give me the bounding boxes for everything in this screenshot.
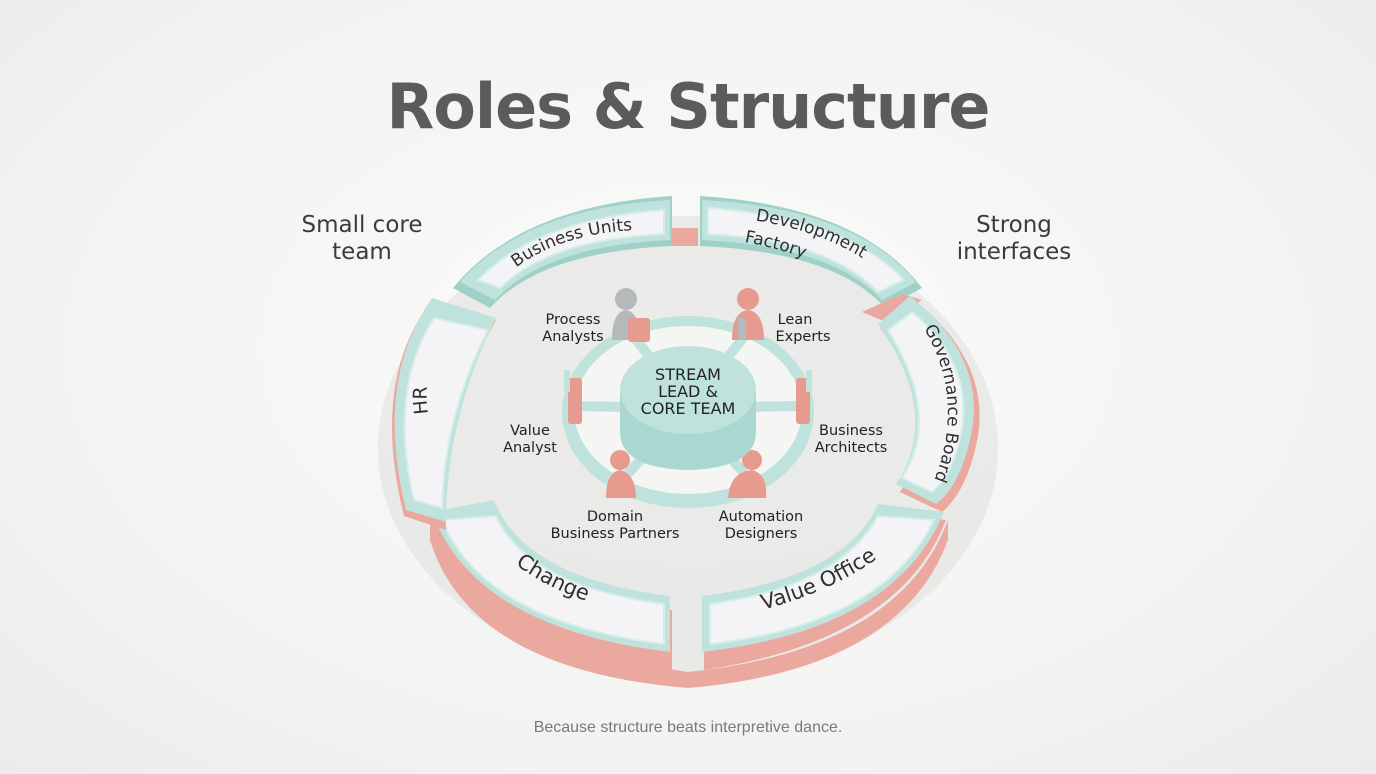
person-domain-business-partners-icon xyxy=(606,450,636,498)
role-automation-designers: Automation Designers xyxy=(719,509,803,542)
role-label-process: Process xyxy=(545,312,600,328)
role-label-value: Value xyxy=(510,423,550,439)
role-label-experts: Experts xyxy=(775,329,830,345)
role-business-architects: Business Architects xyxy=(815,423,888,456)
person-process-analysts-icon xyxy=(612,288,650,342)
core-label-line-2: LEAD & xyxy=(658,382,718,401)
role-label-analyst: Analyst xyxy=(503,440,557,456)
footer-caption: Because structure beats interpretive dan… xyxy=(533,719,843,736)
person-lean-experts-icon xyxy=(732,288,764,340)
person-value-analyst-icon xyxy=(564,370,582,424)
core-label-line-1: STREAM xyxy=(655,365,721,384)
role-label-architects: Architects xyxy=(815,440,888,456)
page-title: Roles & Structure xyxy=(386,70,991,143)
segment-label-hr: HR xyxy=(410,386,433,415)
role-label-domain: Domain xyxy=(587,509,643,525)
segment-business-units[interactable] xyxy=(453,196,698,308)
role-label-analysts: Analysts xyxy=(542,329,603,345)
role-label-lean: Lean xyxy=(778,312,813,328)
role-value-analyst: Value Analyst xyxy=(503,423,557,456)
role-label-business: Business xyxy=(819,423,883,439)
note-right-line-2: interfaces xyxy=(956,239,1072,265)
role-label-designers: Designers xyxy=(725,526,798,542)
note-left-line-1: Small core xyxy=(301,212,423,238)
segment-change[interactable] xyxy=(430,500,672,670)
note-strong-interfaces: Strong interfaces xyxy=(914,212,1114,266)
segment-governance-board[interactable] xyxy=(878,296,980,512)
core-team-hub[interactable] xyxy=(620,346,756,470)
segment-hr[interactable] xyxy=(391,298,496,530)
role-label-business-partners: Business Partners xyxy=(551,526,680,542)
person-automation-designers-icon xyxy=(728,450,767,498)
note-small-core-team: Small core team xyxy=(262,212,462,266)
role-process-analysts: Process Analysts xyxy=(542,312,603,345)
core-label-line-3: CORE TEAM xyxy=(641,399,736,418)
segment-development-factory[interactable] xyxy=(700,196,922,322)
role-domain-business-partners: Domain Business Partners xyxy=(551,509,680,542)
role-label-automation: Automation xyxy=(719,509,803,525)
note-left-line-2: team xyxy=(332,239,392,265)
person-business-architects-icon xyxy=(796,370,812,424)
outer-ring-base xyxy=(430,520,948,688)
segment-value-office[interactable] xyxy=(702,504,946,670)
note-right-line-1: Strong xyxy=(976,212,1052,238)
role-lean-experts: Lean Experts xyxy=(775,312,830,345)
